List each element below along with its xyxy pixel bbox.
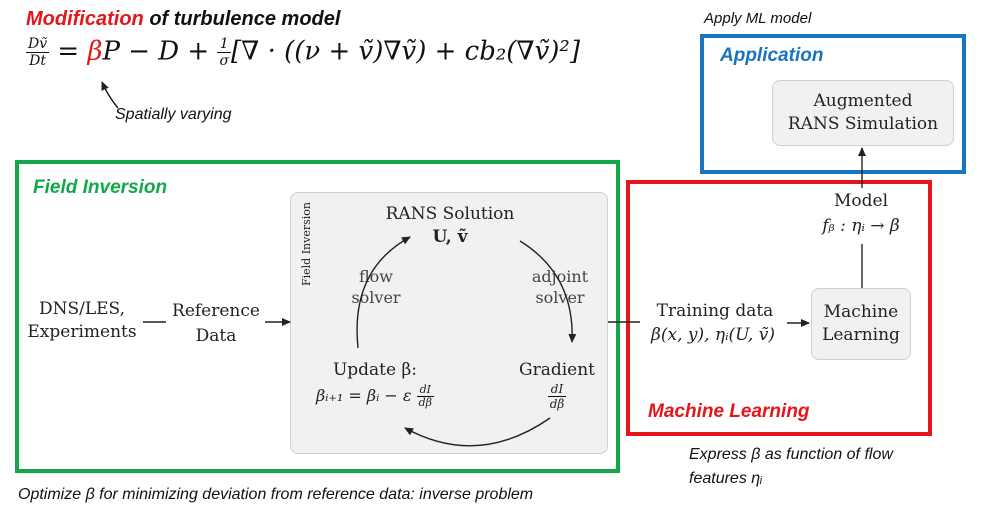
reference-data-line2: Data	[195, 326, 237, 346]
augmented-rans-line1: Augmented	[813, 91, 913, 111]
reference-data-line1: Reference	[172, 301, 260, 321]
gradient-title: Gradient	[518, 360, 595, 380]
sigma-denominator: σ	[219, 53, 230, 69]
adjoint-solver-line1: adjoint	[531, 267, 589, 286]
sigma-numerator: 1	[217, 36, 232, 53]
ml-caption-line2: features ηᵢ	[689, 470, 763, 487]
adjoint-solver-arc	[519, 240, 577, 343]
flow-solver-arc	[356, 236, 411, 349]
update-beta-title: Update β:	[332, 360, 418, 380]
lhs-numerator: Dṽ	[26, 36, 50, 53]
beta-symbol: β	[87, 36, 103, 67]
page-title: Modification of turbulence model	[26, 8, 340, 31]
adjoint-solver-line2: solver	[535, 288, 585, 307]
field-inversion-box	[15, 160, 620, 473]
update-frac-den: dβ	[418, 396, 433, 409]
update-beta-equation: βᵢ₊₁ = βᵢ − ε dI dβ	[300, 384, 450, 409]
machine-learning-title: Machine Learning	[648, 401, 810, 422]
gradient-frac-num: dI	[547, 382, 567, 397]
apply-ml-label: Apply ML model	[704, 10, 812, 27]
gradient-to-update-arc	[404, 417, 551, 447]
application-box	[700, 34, 966, 174]
training-data-line1: Training data	[656, 301, 774, 321]
field-inversion-caption: Optimize β for minimizing deviation from…	[18, 486, 534, 503]
training-data-line2: β(x, y), ηᵢ(U, ṽ)	[651, 325, 775, 345]
lhs-fraction: Dṽ Dt	[26, 36, 50, 69]
equation-bracket: [∇ · ((ν + ṽ)∇ṽ) + cb₂(∇ṽ)²]	[231, 36, 580, 67]
equation-terms: P − D +	[102, 36, 218, 67]
augmented-rans-node: Augmented RANS Simulation	[772, 80, 954, 146]
turbulence-equation: Dṽ Dt = βP − D + 1 σ [∇ · ((ν + ṽ)∇ṽ) + …	[26, 36, 580, 69]
model-line1: Model	[833, 191, 889, 211]
update-eq-fraction: dI dβ	[416, 384, 435, 409]
flow-solver-line2: solver	[351, 288, 401, 307]
title-rest: of turbulence model	[143, 8, 341, 30]
machine-learning-box	[626, 180, 932, 436]
ml-caption-line1: Express β as function of flow	[689, 446, 893, 463]
rans-solution-vars: U, ṽ	[432, 227, 468, 247]
augmented-rans-line2: RANS Simulation	[787, 114, 939, 134]
title-highlight: Modification	[26, 8, 144, 30]
machine-learning-node-line2: Learning	[822, 325, 900, 345]
gradient-frac-den: dβ	[549, 397, 565, 411]
machine-learning-node: Machine Learning	[811, 288, 911, 360]
dns-les-line1: DNS/LES,	[38, 299, 126, 319]
spatially-varying-arrow	[101, 81, 119, 109]
dns-les-line2: Experiments	[27, 322, 137, 342]
rans-solution-title: RANS Solution	[385, 204, 515, 224]
field-inversion-title: Field Inversion	[33, 177, 168, 198]
field-inversion-panel	[290, 192, 608, 454]
gradient-fraction: dI dβ	[537, 382, 577, 411]
update-frac-num: dI	[416, 384, 435, 397]
update-eq-text: βᵢ₊₁ = βᵢ − ε	[315, 386, 412, 405]
sigma-fraction: 1 σ	[217, 36, 232, 69]
machine-learning-node-line1: Machine	[823, 302, 899, 322]
lhs-denominator: Dt	[29, 53, 46, 69]
model-line2: fᵦ : ηᵢ → β	[822, 216, 900, 236]
equals-sign: =	[49, 36, 88, 67]
application-title: Application	[720, 45, 824, 66]
gradient-frac: dI dβ	[547, 382, 567, 411]
spatially-varying-note: Spatially varying	[115, 106, 232, 123]
